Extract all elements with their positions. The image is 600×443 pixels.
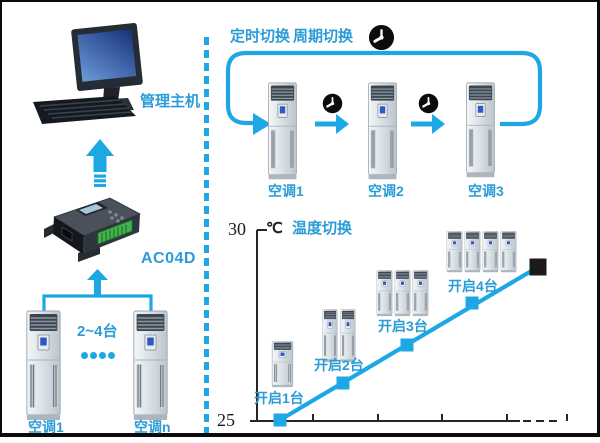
right-arrow-icon xyxy=(411,114,445,134)
end-marker xyxy=(529,258,547,276)
step-marker-3 xyxy=(400,338,414,352)
step-marker-4 xyxy=(465,296,479,310)
clock-icon xyxy=(322,93,343,114)
host-label: 管理主机 xyxy=(140,93,201,110)
mini-ac-group-4-icon xyxy=(500,231,517,273)
connection-bracket-line xyxy=(42,294,153,312)
celsius-unit-label: ℃ xyxy=(266,220,283,237)
step-label-3: 开启3台 xyxy=(378,318,428,334)
periodic-switch-label: 周期切换 xyxy=(293,28,354,45)
up-arrow-small-icon xyxy=(87,269,108,296)
ac-unit-first-icon xyxy=(25,310,62,422)
mini-ac-group-4-icon xyxy=(464,231,481,273)
ac-unit-2-icon xyxy=(367,82,398,181)
ac04d-controller-icon xyxy=(44,197,141,262)
chart-title: 温度切换 xyxy=(292,220,353,237)
mini-ac-group-3-icon xyxy=(412,270,429,317)
y-axis-min-tick-label: 25 xyxy=(217,410,235,430)
ellipsis-dots-icon xyxy=(81,352,115,359)
section-divider-dashed-line xyxy=(204,37,209,433)
loop-ac1-label: 空调1 xyxy=(268,183,304,199)
mini-ac-group-2-icon xyxy=(322,309,338,363)
step-label-1: 开启1台 xyxy=(254,390,304,406)
y-axis-max-tick-label: 30 xyxy=(228,219,246,239)
step-marker-2 xyxy=(336,376,350,390)
step-label-4: 开启4台 xyxy=(448,278,498,294)
mini-ac-group-3-icon xyxy=(376,270,393,317)
loop-ac2-label: 空调2 xyxy=(368,183,404,199)
mini-ac-group-2-icon xyxy=(340,309,356,363)
controller-label: AC04D xyxy=(141,250,196,267)
mini-ac-group-1-icon xyxy=(271,341,294,388)
timed-switch-label: 定时切换 xyxy=(230,28,291,45)
temperature-chart xyxy=(250,229,568,427)
mini-ac-group-4-icon xyxy=(446,231,463,273)
ac-unit-last-icon xyxy=(132,310,169,422)
step-label-2: 开启2台 xyxy=(314,357,364,373)
clock-icon xyxy=(368,24,395,51)
loop-ac3-label: 空调3 xyxy=(468,183,504,199)
ac-unit-3-icon xyxy=(465,82,496,179)
ac-last-label: 空调n xyxy=(134,419,171,435)
ac-first-label: 空调1 xyxy=(28,419,64,435)
desktop-computer-icon xyxy=(33,23,143,124)
up-arrow-icon xyxy=(86,139,114,187)
mini-ac-group-3-icon xyxy=(394,270,411,317)
loop-arrowhead-icon xyxy=(253,113,271,135)
ac-unit-1-icon xyxy=(267,82,298,181)
rotation-loop-line xyxy=(225,50,543,135)
right-arrow-icon xyxy=(315,114,349,134)
step-marker-1 xyxy=(273,413,287,427)
mini-ac-group-4-icon xyxy=(482,231,499,273)
clock-icon xyxy=(418,93,439,114)
units-range-label: 2~4台 xyxy=(77,323,118,340)
